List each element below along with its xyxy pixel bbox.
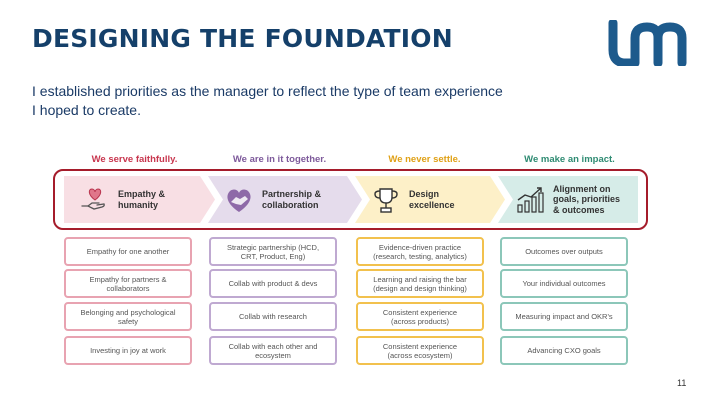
trophy-icon [371, 185, 401, 215]
pillar-alignment-label-1: Alignment on [553, 183, 611, 194]
cell-alignment-2: Your individual outcomes [500, 269, 628, 298]
cell-line: Strategic partnership (HCD, [226, 242, 320, 252]
cell-design-3: Consistent experience (across products) [356, 302, 484, 331]
pillar-partnership-label-1: Partnership & [262, 189, 322, 199]
pillar-empathy-label-2: humanity [118, 199, 159, 210]
cell-line: Empathy for one another [86, 247, 170, 256]
pillar-design-label-2: excellence [409, 199, 455, 210]
growth-chart-icon [515, 185, 545, 215]
cell-design-4: Consistent experience (across ecosystem) [356, 336, 484, 365]
cell-empathy-3: Belonging and psychological safety [64, 302, 192, 331]
pillar-partnership-label-2: collaboration [262, 199, 319, 210]
cell-line: Collab with research [239, 312, 307, 321]
cell-line: ecosystem [255, 350, 291, 360]
cell-line: Learning and raising the bar [373, 274, 467, 284]
pillars-highlight-frame [53, 169, 648, 230]
cell-line: Consistent experience [382, 341, 458, 351]
pillar-alignment-label-3: & outcomes [553, 204, 605, 215]
pillar-empathy-label-1: Empathy & [118, 189, 166, 199]
slide-title: DESIGNING THE FOUNDATION [32, 24, 453, 53]
pillar-empathy: Empathy & humanity [68, 176, 165, 223]
company-logo [608, 20, 687, 66]
column-heading-serve: We serve faithfully. [91, 154, 178, 165]
cell-line: Collab with product & devs [228, 279, 318, 288]
pillar-alignment-label-2: goals, priorities [553, 194, 621, 205]
cell-partnership-3: Collab with research [209, 302, 337, 331]
cell-line: Your individual outcomes [522, 279, 606, 288]
cell-line: CRT, Product, Eng) [240, 251, 306, 261]
handshake-heart-icon [224, 185, 254, 215]
cell-line: (design and design thinking) [373, 283, 467, 293]
cell-line: collaborators [106, 283, 150, 293]
pillar-design-label-1: Design [409, 189, 440, 199]
cell-partnership-2: Collab with product & devs [209, 269, 337, 298]
heart-hand-icon [80, 185, 110, 215]
cell-line: Empathy for partners & [89, 274, 167, 284]
cell-line: (across ecosystem) [387, 350, 453, 360]
page-number: 11 [677, 378, 687, 388]
cell-empathy-2: Empathy for partners & collaborators [64, 269, 192, 298]
slide-subtitle: I established priorities as the manager … [32, 82, 592, 120]
cell-line: Measuring impact and OKR's [515, 312, 613, 321]
cell-alignment-3: Measuring impact and OKR's [500, 302, 628, 331]
cell-alignment-4: Advancing CXO goals [500, 336, 628, 365]
cell-design-1: Evidence-driven practice (research, test… [356, 237, 484, 266]
column-heading-together: We are in it together. [232, 154, 327, 165]
subtitle-line-1: I established priorities as the manager … [32, 83, 503, 99]
pillar-design: Design excellence [359, 176, 455, 223]
cell-empathy-4: Investing in joy at work [64, 336, 192, 365]
cell-design-2: Learning and raising the bar (design and… [356, 269, 484, 298]
subtitle-line-2: I hoped to create. [32, 102, 141, 118]
cell-line: safety [117, 316, 138, 326]
cell-partnership-1: Strategic partnership (HCD, CRT, Product… [209, 237, 337, 266]
column-heading-settle: We never settle. [388, 154, 461, 165]
cell-line: (research, testing, analytics) [373, 251, 467, 261]
column-heading-impact: We make an impact. [524, 154, 615, 165]
cell-line: Belonging and psychological [80, 307, 176, 317]
cell-line: Evidence-driven practice [378, 242, 462, 252]
cell-line: Consistent experience [382, 307, 458, 317]
cell-line: Advancing CXO goals [527, 346, 601, 355]
cell-line: Investing in joy at work [90, 346, 166, 355]
cell-empathy-1: Empathy for one another [64, 237, 192, 266]
pillar-partnership: Partnership & collaboration [212, 176, 321, 223]
cell-line: (across products) [391, 316, 449, 326]
cell-alignment-1: Outcomes over outputs [500, 237, 628, 266]
pillar-alignment: Alignment on goals, priorities & outcome… [503, 176, 620, 223]
cell-partnership-4: Collab with each other and ecosystem [209, 336, 337, 365]
cell-line: Collab with each other and [228, 341, 318, 351]
cell-line: Outcomes over outputs [525, 247, 603, 256]
